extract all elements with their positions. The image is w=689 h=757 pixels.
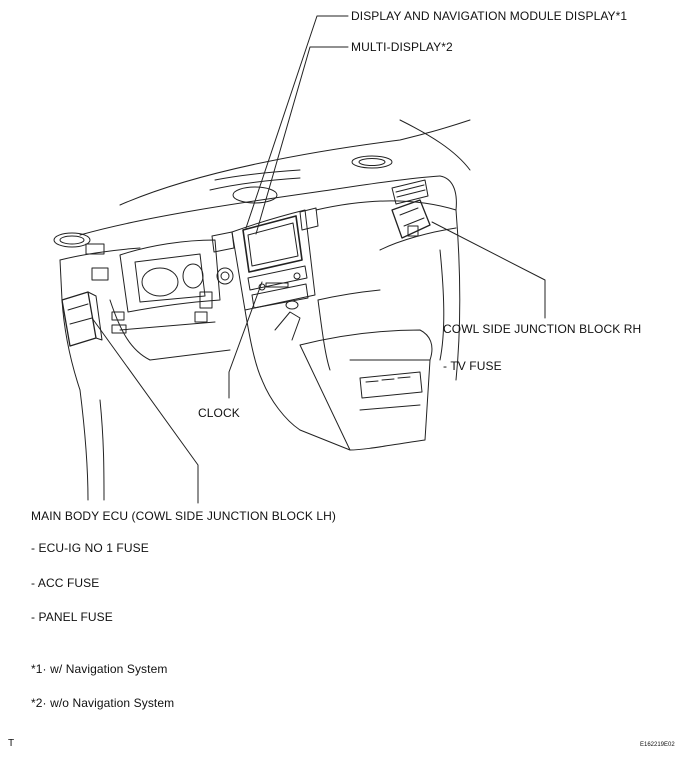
label-panel-fuse: - PANEL FUSE: [31, 610, 113, 624]
footnote-2: *2· w/o Navigation System: [31, 696, 175, 710]
right-speaker-grille: [351, 155, 393, 169]
leader-display-nav: [245, 15, 349, 229]
label-tv-fuse: - TV FUSE: [443, 359, 502, 373]
dash-top-line: [79, 175, 441, 236]
leader-multi-display: [255, 46, 349, 235]
left-speaker-grille: [53, 232, 91, 248]
gauge-cluster: [119, 239, 221, 313]
dash-top-rear: [439, 175, 457, 211]
leader-clock: [228, 281, 263, 399]
footnote-1: *1· w/ Navigation System: [31, 662, 168, 676]
label-main-body-ecu: MAIN BODY ECU (COWL SIDE JUNCTION BLOCK …: [31, 509, 337, 523]
label-ecu-ig-fuse: - ECU-IG NO 1 FUSE: [31, 541, 149, 555]
label-multi-display: MULTI-DISPLAY*2: [351, 40, 453, 54]
right-vent: [391, 179, 429, 205]
label-acc-fuse: - ACC FUSE: [31, 576, 100, 590]
corner-mark-t: T: [8, 738, 15, 749]
leader-cowl-rh: [431, 221, 546, 319]
windshield-edge: [119, 119, 471, 206]
windshield-right: [399, 119, 471, 171]
cowl-junction-block-rh: [391, 199, 431, 239]
figure-id: E162219E02: [640, 742, 675, 748]
rear-console: [299, 329, 433, 451]
leader-main-body-ecu: [91, 317, 199, 504]
label-cowl-side-junction-block-rh: COWL SIDE JUNCTION BLOCK RH: [443, 322, 642, 336]
label-display-nav-module: DISPLAY AND NAVIGATION MODULE DISPLAY*1: [351, 9, 628, 23]
clock-face: [216, 267, 234, 285]
navigation-display-screen: [242, 215, 303, 273]
label-clock: CLOCK: [198, 406, 240, 420]
